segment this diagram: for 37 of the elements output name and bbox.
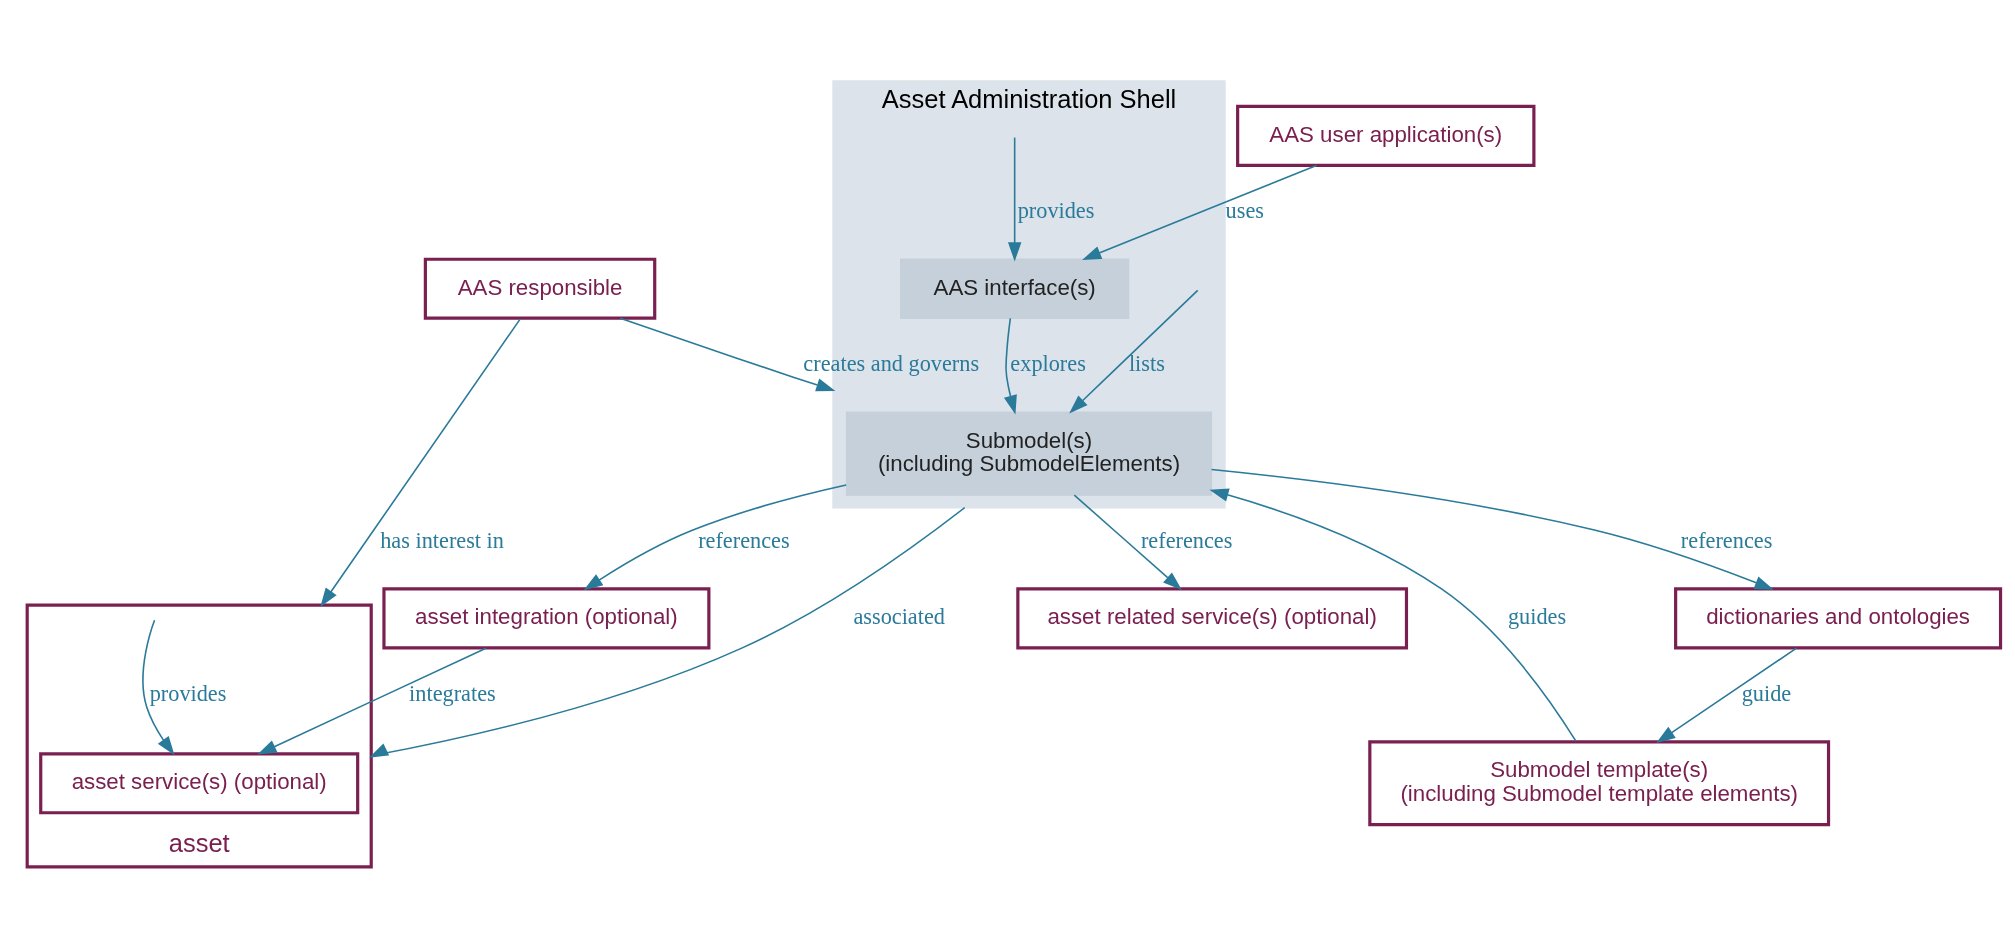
node-box: Submodel template(s) (including Submodel template elements) [1368,739,1831,826]
node-box: AAS user application(s) [1236,104,1536,167]
edge-label: references [698,527,790,553]
arrow [1082,164,1318,260]
node-box: AAS interface(s) [900,257,1130,319]
arrow [257,646,487,755]
arrow [1073,493,1182,590]
arrow [1209,488,1577,742]
node-box: asset related service(s) (optional) [1016,586,1409,649]
node-box: Submodel(s) (including SubmodelElements) [845,410,1213,496]
edge-label: has interest in [380,527,504,553]
arrow [142,618,175,755]
arrow [1069,289,1199,414]
arrow [583,483,847,590]
arrow [369,506,966,758]
arrow [1007,136,1022,261]
node-box: asset integration (optional) [382,586,711,649]
edge-label: references [1140,527,1233,553]
arrow [1656,646,1798,743]
arrow [1003,317,1017,414]
arrow [1210,468,1774,590]
edge-label: explores [1010,350,1086,376]
edge-label: guides [1507,603,1567,629]
edge-label: provides [149,680,227,706]
node-box: asset service(s) (optional) [39,751,360,814]
edge-label: lists [1128,350,1165,376]
edge-label: associated [853,603,945,629]
node-box: dictionaries and ontologies [1674,586,2003,649]
edge-label: guide [1741,680,1792,706]
edge-label: integrates [409,680,496,706]
edge-label: references [1680,527,1773,553]
node-box: AAS responsible [423,257,657,320]
edge-label: uses [1225,197,1264,223]
arrow [619,317,836,391]
edge-label: creates and governs [803,350,980,376]
edge-label: provides [1017,197,1095,223]
arrow [320,317,522,607]
